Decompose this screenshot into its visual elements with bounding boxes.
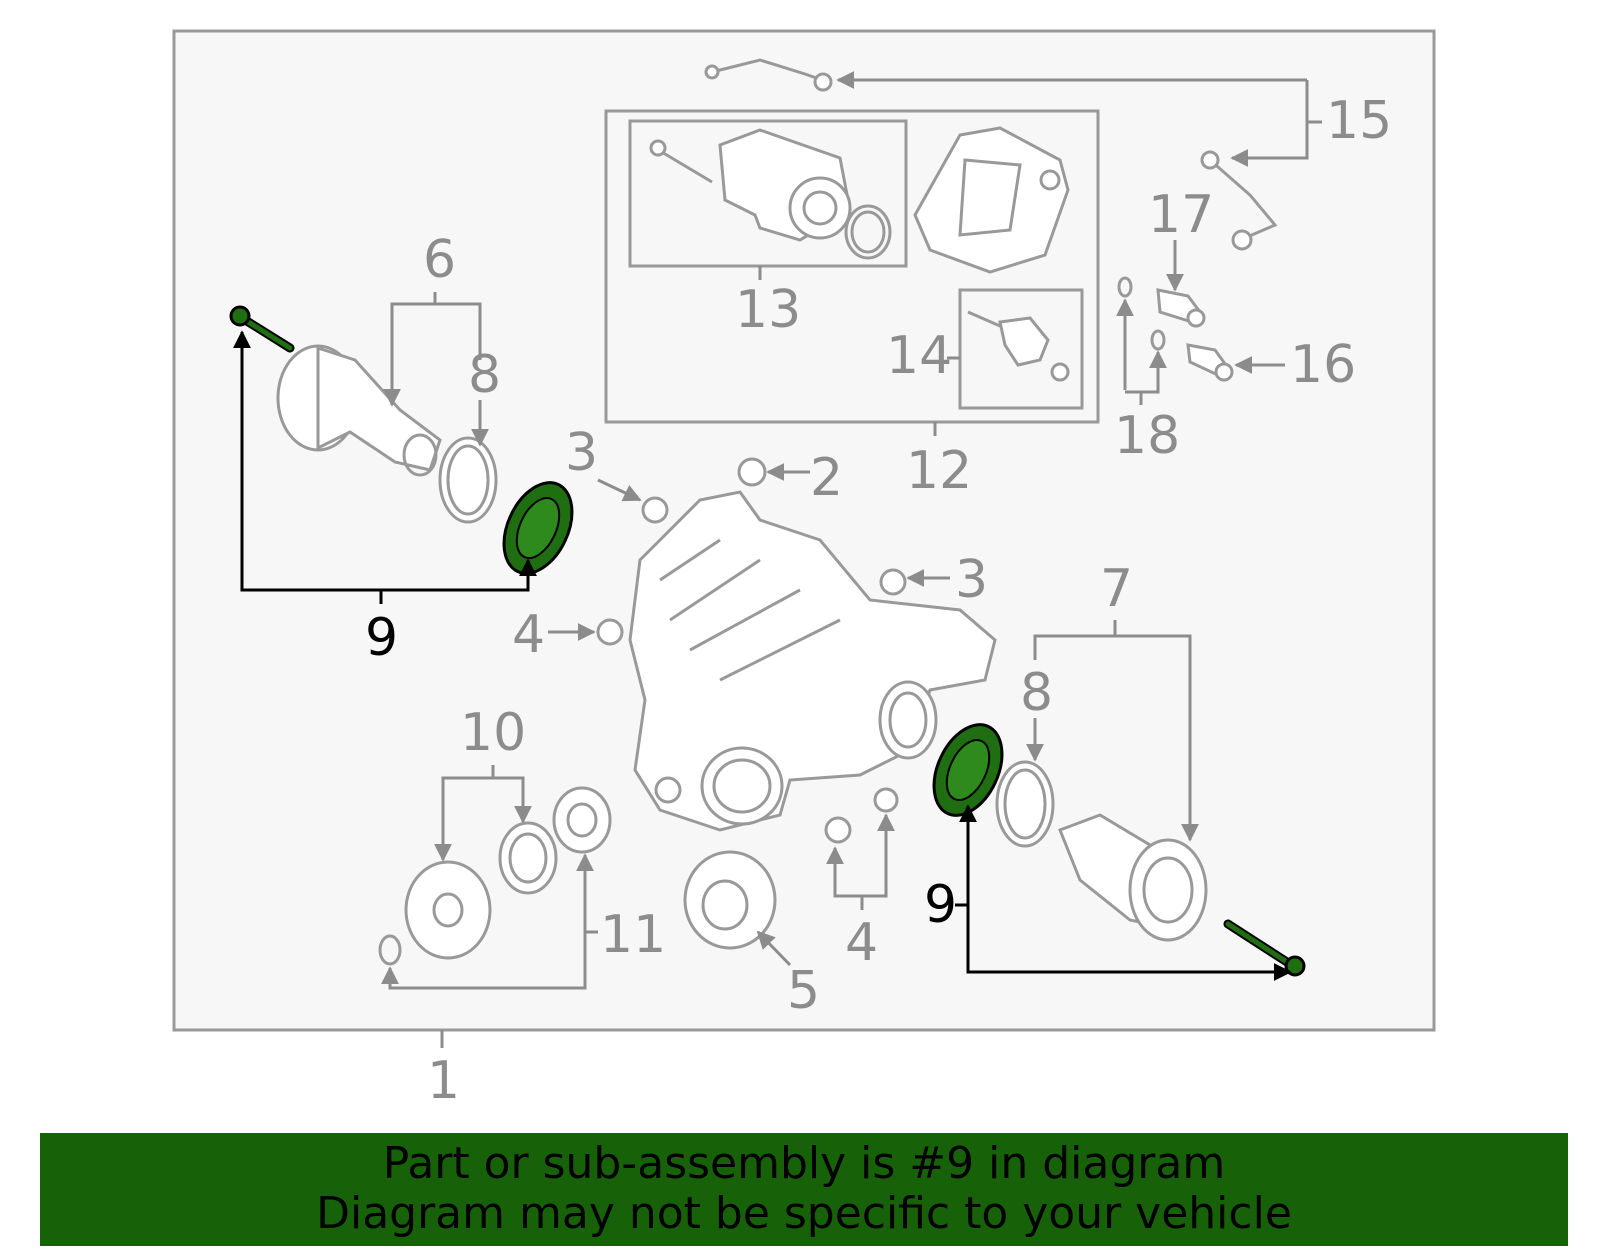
callout-18: 18 [1114,406,1180,466]
sensor-17-drawing [1156,288,1206,328]
callout-9a: 9 [365,608,398,668]
right-seal-highlighted [932,723,1004,817]
callout-9b: 9 [924,875,957,935]
callout-1: 1 [427,1051,460,1111]
callout-11: 11 [600,905,666,965]
left-seal-highlighted [502,481,574,575]
frame-13 [628,119,908,268]
left-flange-drawing [276,344,442,477]
banner-line-1: Part or sub-assembly is #9 in diagram [382,1138,1226,1189]
frame-14 [958,288,1084,410]
frame-12 [604,109,1100,424]
info-banner: Part or sub-assembly is #9 in diagram Di… [40,1133,1568,1246]
callout-7: 7 [1100,559,1133,619]
callout-3b: 3 [955,550,988,610]
banner-line-2: Diagram may not be specific to your vehi… [316,1188,1292,1239]
bolt-4c [873,787,899,813]
plug-2 [737,457,767,487]
callout-17: 17 [1148,185,1214,245]
left-bolt-highlighted [229,305,295,353]
callout-4a: 4 [512,605,545,665]
bolt-3b [879,568,907,596]
cover-drawing [913,126,1070,274]
callout-15: 15 [1326,91,1392,151]
callout-8a: 8 [468,345,501,405]
sensor-16-drawing [1186,343,1234,382]
callout-14: 14 [886,326,952,386]
callout-16: 16 [1290,335,1356,395]
callout-10: 10 [460,703,526,763]
callout-4b: 4 [845,913,878,973]
solenoid-drawing [967,310,1070,382]
mount-5-drawing [683,850,777,950]
callout-13: 13 [735,280,801,340]
right-flange-drawing [1058,813,1208,942]
flange-10-drawing [378,786,612,966]
differential-housing-drawing [628,490,997,832]
callout-2: 2 [810,448,843,508]
bolt-3a [641,496,669,524]
callout-6: 6 [423,230,456,290]
plug-4b [824,816,852,844]
callout-12: 12 [906,441,972,501]
callout-8b: 8 [1020,663,1053,723]
callout-5: 5 [787,961,820,1021]
vent-hose-drawing [704,58,1278,251]
actuator-motor-drawing [649,128,892,260]
plug-4a [596,618,624,646]
callout-3a: 3 [565,423,598,483]
